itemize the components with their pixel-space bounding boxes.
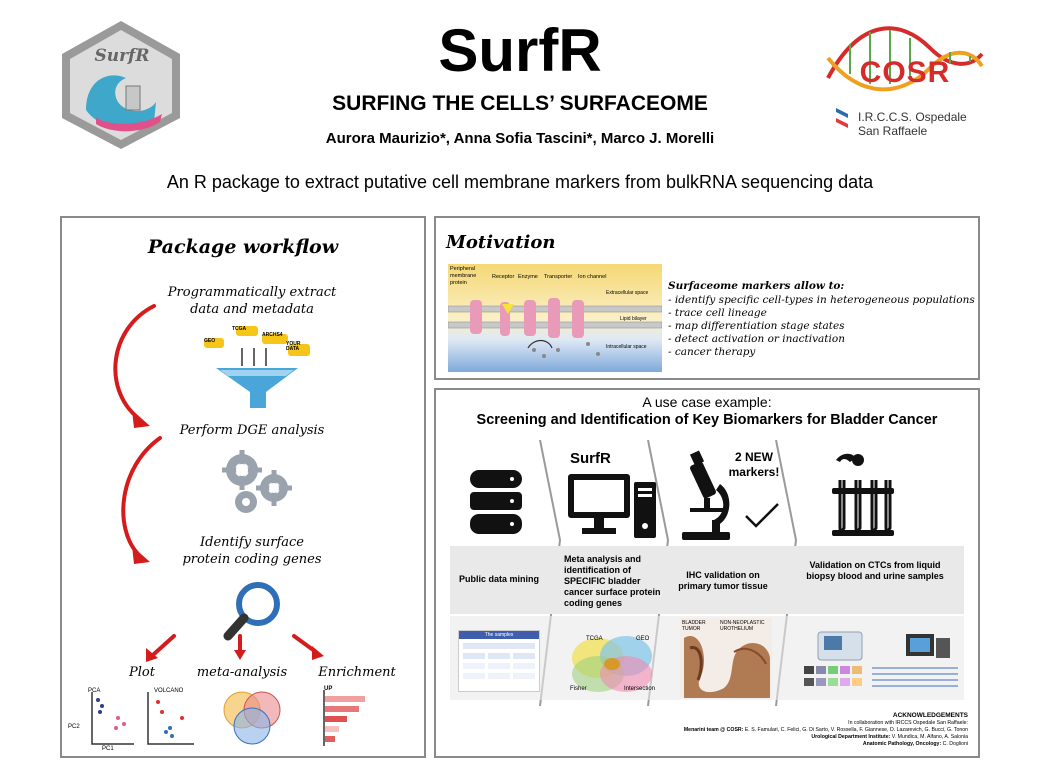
ack-team-3: Anatomic Pathology, Oncology: [862,741,942,747]
bullet-item: - map differentiation stage states [668,320,845,332]
stage-label-ihc: IHC validation on primary tumor tissue [678,570,768,591]
ack-title: ACKNOWLEDGEMENTS [892,712,968,719]
motivation-panel: Motivation Peripheral memb [434,216,980,380]
membrane-label-ion-channel: Ion channel [578,274,607,280]
output-plot: Plot [129,665,155,680]
new-markers-label: 2 NEW markers! [728,450,780,479]
ack-line-2: Menarini team @ COSR: E. S. Famulari, C.… [576,727,968,734]
ack-names-3: C. Doglioni [941,741,968,747]
tagline: An R package to extract putative cell me… [166,172,874,192]
pca-volcano-plots [78,688,198,750]
output-enrichment: Enrichment [318,665,396,680]
hospital-name-1: I.R.C.C.S. Ospedale [858,110,967,124]
step-surface-1: Identify surface [200,535,304,550]
membrane-illustration: Peripheral membrane protein Receptor Enz… [447,264,663,372]
tissue-label-tumor: BLADDER TUMOR [682,620,706,632]
membrane-label-transporter: Transporter [544,274,573,280]
checkmark-icon [742,500,782,530]
hospital-mark [834,104,850,134]
step-surface-2: protein coding genes [182,552,322,567]
plot-label-volcano: VOLCANO [154,688,184,694]
bullet-item: - detect activation or inactivation [668,333,845,345]
venn-label-fisher: Fisher [570,686,587,692]
motivation-intro: Surfaceome markers allow to: [668,280,845,292]
usecase-panel: A use case example: Screening and Identi… [434,388,980,758]
venn-thumbnail [564,630,660,694]
funnel-tag-yourdata: YOUR DATA [286,341,301,352]
venn-label-tcga: TCGA [586,636,603,642]
bullet-item: - identify specific cell-types in hetero… [668,294,975,306]
surfr-logo: SurfR [56,18,186,152]
ctc-thumbnail [802,628,962,692]
database-icon [466,466,526,538]
stage-label-ctc: Validation on CTCs from liquid biopsy bl… [806,560,944,581]
stage-label-meta-analysis: Meta analysis and identification of SPEC… [564,554,661,608]
workflow-panel: Package workflow Programmatically extrac… [60,216,426,758]
step-dge: Perform DGE analysis [179,423,325,438]
test-tubes-icon [828,444,898,542]
bullet-item: - trace cell lineage [668,307,767,319]
microscope-icon [676,450,736,544]
logo-left-text: SurfR [94,46,150,66]
bullet-item: - cancer therapy [668,346,756,358]
page-title: SurfR [438,17,602,84]
usecase-heading-1: A use case example: [642,394,772,410]
funnel-icon [202,322,312,412]
workflow-title: Package workflow [147,236,339,258]
surfr-label: SurfR [570,450,611,467]
magnifier-icon [220,578,290,648]
plot-label-pc1: PC1 [102,746,114,752]
enrichment-bars [320,688,380,750]
tissue-thumbnail [680,618,772,698]
cosr-logo: COSR I.R.C.C.S. Ospedale San Raffaele [820,18,990,148]
stage-label-data-mining: Public data mining [458,574,539,584]
ack-team-2: Urological Department Institute: [811,734,891,740]
table-title: The samples [459,631,539,639]
ack-line-4: Anatomic Pathology, Oncology: C. Doglion… [576,741,968,748]
step-extract-1: Programmatically extract [167,285,337,300]
stage-label-band [450,546,964,614]
membrane-label-peripheral: Peripheral membrane protein [450,266,477,286]
gears-icon [212,448,302,518]
hospital-name-2: San Raffaele [858,124,928,138]
venn-label-geo: GEO [636,636,650,642]
plot-label-up: UP [324,686,333,692]
motivation-title: Motivation [446,232,556,253]
venn-label-intersection: Intersection [624,686,656,692]
membrane-label-receptor: Receptor [492,274,515,280]
tissue-label-normal: NON-NEOPLASTIC UROTHELIUM [720,620,765,632]
membrane-label-enzyme: Enzyme [518,274,538,280]
usecase-heading-2: Screening and Identification of Key Biom… [476,412,938,428]
ack-names-2: V. Mundica, M. Alfano, A. Salonia [890,734,968,740]
venn-diagram [212,684,292,750]
side-label-bilayer: Lipid bilayer [620,316,647,322]
plot-label-pca: PCA [88,688,101,694]
side-label-intracellular: Intracellular space [606,344,647,350]
funnel-tag-tcga: TCGA [232,326,247,332]
authors: Aurora Maurizio*, Anna Sofia Tascini*, M… [325,130,715,147]
acknowledgements: ACKNOWLEDGEMENTS In collaboration with I… [576,712,968,748]
computer-icon [566,472,658,542]
cosr-text: COSR [859,56,951,89]
funnel-tag-archs4: ARCHS4 [262,332,283,338]
plot-label-pc2: PC2 [68,724,80,730]
funnel-tag-geo: GEO [204,338,216,344]
page-subtitle: SURFING THE CELLS’ SURFACEOME [332,92,708,115]
ack-team-1: Menarini team @ COSR: [683,727,744,733]
ack-line-3: Urological Department Institute: V. Mund… [576,734,968,741]
side-label-extracellular: Extracellular space [606,290,649,296]
ack-line-1: In collaboration with IRCCS Ospedale San… [848,720,968,726]
ack-names-1: E. S. Famulari, C. Felici, G. Di Sarto, … [743,727,968,733]
step-extract-2: data and metadata [190,302,314,317]
output-meta: meta-analysis [196,665,288,680]
motivation-bullets: - identify specific cell-types in hetero… [668,294,978,359]
samples-table-thumbnail: The samples [458,630,540,692]
